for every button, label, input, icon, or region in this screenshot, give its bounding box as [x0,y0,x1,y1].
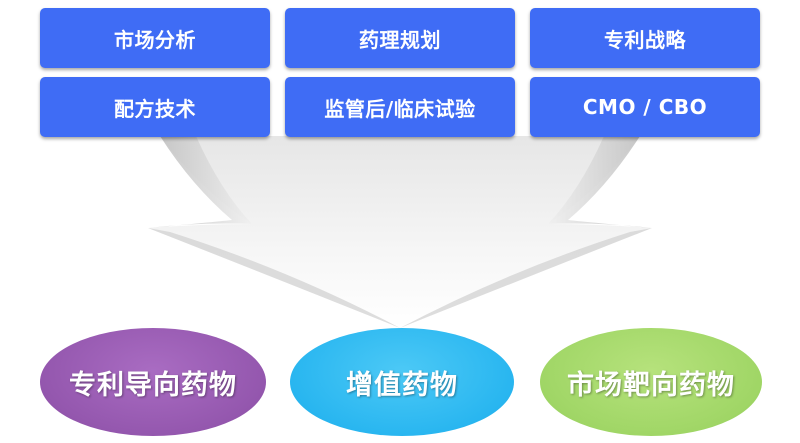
outcome-value-added-drugs: 增值药物 [290,328,514,436]
category-box-cmo-cbo: CMO / CBO [530,77,760,137]
outcome-market-targeted-drugs: 市场靶向药物 [540,328,762,436]
category-box-market-analysis: 市场分析 [40,8,270,68]
category-box-pharmacology-planning: 药理规划 [285,8,515,68]
outcome-patent-oriented-drugs: 专利导向药物 [40,328,266,436]
funnel-shade-left [148,136,252,228]
category-box-formulation-technology: 配方技术 [40,77,270,137]
category-box-regulatory-clinical: 监管后/临床试验 [285,77,515,137]
category-box-patent-strategy: 专利战略 [530,8,760,68]
funnel-shade-right [548,136,652,228]
funnel-body [148,136,652,328]
